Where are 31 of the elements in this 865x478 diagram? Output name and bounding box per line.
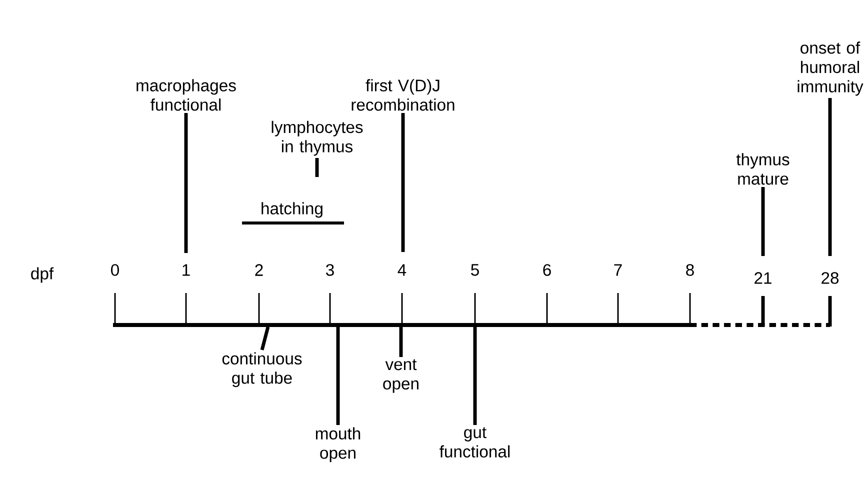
leader-line: [761, 187, 765, 256]
tick-label: 7: [614, 264, 622, 276]
tick-label: 3: [326, 264, 334, 276]
leader-line: [184, 113, 188, 253]
leader-line: [473, 327, 477, 425]
event-label: lymphocytes in thymus: [272, 120, 363, 156]
event-label: macrophages functional: [136, 79, 236, 111]
tick-label: 0: [111, 264, 119, 276]
leader-line: [399, 327, 403, 357]
leader-line: [401, 113, 405, 252]
tick-label: 1: [182, 264, 190, 276]
event-label: gut functional: [440, 427, 510, 458]
leader-line: [260, 326, 270, 350]
event-label: vent open: [383, 359, 418, 393]
tick-label: 28: [822, 272, 839, 284]
tick-label: 4: [398, 264, 406, 276]
event-label: thymus mature: [736, 153, 790, 185]
axis-title: dpf: [31, 267, 54, 283]
tick-label: 5: [471, 264, 479, 276]
leader-line: [315, 158, 319, 177]
leader-line: [336, 327, 340, 425]
leader-line: [828, 98, 832, 256]
tick-label: 6: [543, 264, 551, 276]
event-label: onset of humoral immunity: [798, 42, 864, 96]
event-label: continuous gut tube: [222, 352, 302, 388]
tick-label: 2: [255, 264, 263, 276]
event-label: hatching: [262, 202, 322, 218]
event-label: mouth open: [316, 427, 360, 462]
tick-label: 8: [686, 264, 694, 276]
event-label: first V(D)J recombination: [352, 79, 454, 111]
tick-label: 21: [754, 272, 772, 284]
